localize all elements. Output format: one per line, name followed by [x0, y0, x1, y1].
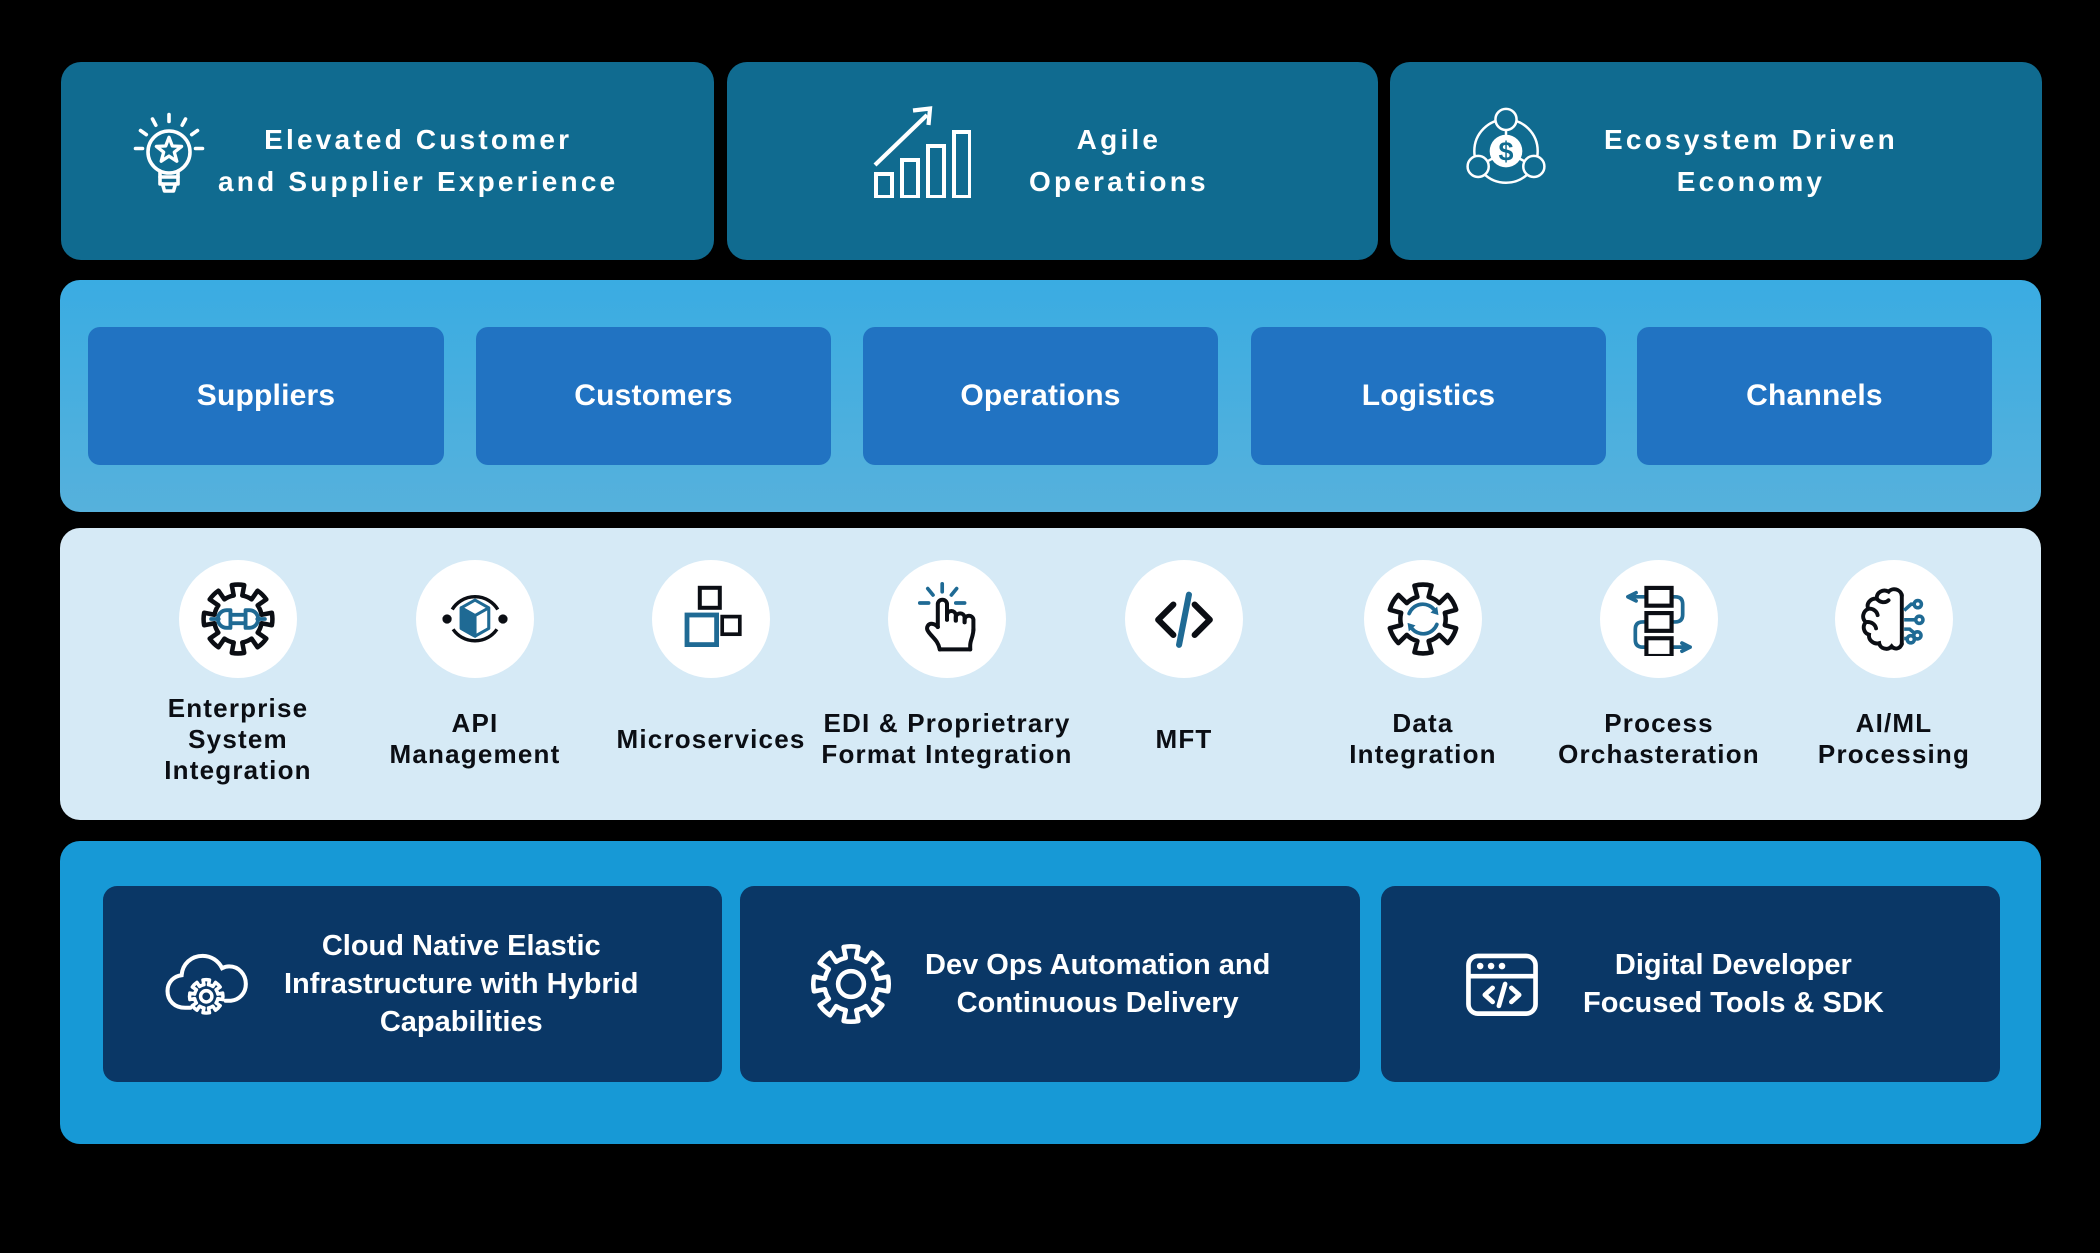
- svg-text:$: $: [1499, 137, 1514, 167]
